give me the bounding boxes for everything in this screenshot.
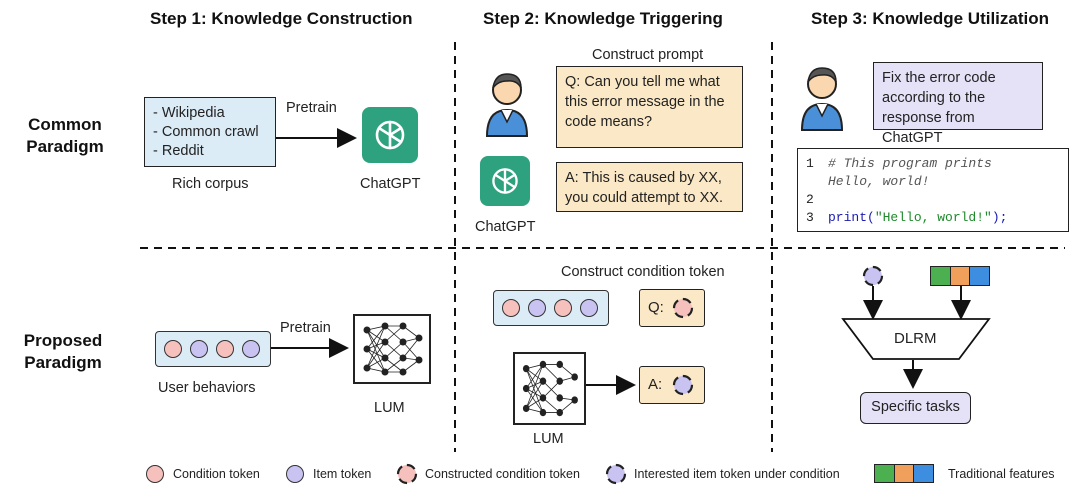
answer-token-box: A:	[639, 366, 705, 404]
item-token	[580, 299, 598, 317]
corpus-item: - Common crawl	[153, 124, 259, 140]
construct-prompt-label: Construct prompt	[592, 47, 704, 63]
corpus-caption: Rich corpus	[172, 176, 249, 192]
row-label-proposed: Proposed Paradigm	[23, 331, 103, 372]
condition-token	[216, 340, 234, 358]
chatgpt-logo-icon	[480, 156, 530, 206]
condition-token	[502, 299, 520, 317]
token-sequence-box	[493, 290, 609, 326]
legend-interested-token	[605, 463, 627, 485]
instruction-bubble: Fix the error code according to the resp…	[873, 62, 1043, 146]
constructed-condition-token	[672, 297, 694, 319]
step3-title: Step 3: Knowledge Utilization	[811, 9, 1050, 28]
legend-condition-label: Condition token	[173, 467, 260, 481]
step2-title: Step 2: Knowledge Triggering	[483, 9, 723, 28]
interested-item-token	[862, 265, 884, 287]
step1-title: Step 1: Knowledge Construction	[150, 9, 413, 28]
legend-condition-token	[146, 465, 164, 483]
question-token-box: Q:	[639, 289, 705, 327]
interested-item-token	[672, 374, 694, 396]
code-end: );	[991, 210, 1008, 225]
line-number: 2	[806, 192, 814, 207]
user-behaviors-caption: User behaviors	[158, 380, 256, 396]
code-comment: # This program prints	[828, 156, 992, 171]
legend-constructed-token	[396, 463, 418, 485]
question-bubble: Q: Can you tell me what this error messa…	[556, 66, 743, 148]
code-string: "Hello, world!"	[874, 210, 992, 225]
legend-constructed-label: Constructed condition token	[425, 467, 580, 481]
specific-tasks-box: Specific tasks	[860, 392, 971, 424]
code-block: 1 # This program prints Hello, world! 2 3…	[797, 148, 1069, 232]
line-number: 1	[806, 156, 814, 171]
lum-caption: LUM	[374, 400, 405, 416]
code-keyword: print(	[828, 210, 875, 225]
legend-traditional-label: Traditional features	[948, 467, 1055, 481]
q-label: Q:	[648, 299, 664, 316]
feature-green	[931, 267, 951, 285]
chatgpt-logo-icon	[362, 107, 418, 163]
line-number: 3	[806, 210, 814, 225]
code-comment-cont: Hello, world!	[828, 174, 930, 189]
legend-item-label: Item token	[313, 467, 372, 481]
construct-condition-label: Construct condition token	[561, 264, 725, 280]
row-label-common: Common Paradigm	[26, 115, 104, 156]
dlrm-block	[841, 318, 991, 360]
person-icon	[800, 67, 844, 131]
person-icon	[485, 73, 529, 137]
item-token	[242, 340, 260, 358]
condition-token	[554, 299, 572, 317]
lum-caption-2: LUM	[533, 431, 564, 447]
corpus-item: - Reddit	[153, 143, 204, 159]
neural-network-icon	[513, 352, 586, 425]
corpus-box: - Wikipedia - Common crawl - Reddit	[144, 97, 276, 167]
pretrain-label-top: Pretrain	[286, 100, 337, 116]
legend-item-token	[286, 465, 304, 483]
a-label: A:	[648, 376, 663, 393]
item-token	[190, 340, 208, 358]
legend-interested-label: Interested item token under condition	[634, 467, 840, 481]
dlrm-label: DLRM	[894, 330, 937, 347]
legend-traditional-block	[874, 464, 934, 483]
condition-token	[164, 340, 182, 358]
neural-network-icon	[353, 314, 431, 384]
pretrain-label-bottom: Pretrain	[280, 320, 331, 336]
traditional-features-block	[930, 266, 990, 286]
answer-bubble: A: This is caused by XX, you could attem…	[556, 162, 743, 212]
feature-orange	[950, 267, 971, 285]
chatgpt-caption: ChatGPT	[360, 176, 421, 192]
item-token	[528, 299, 546, 317]
feature-blue	[970, 267, 990, 285]
user-behaviors-box	[155, 331, 271, 367]
corpus-item: - Wikipedia	[153, 105, 225, 121]
chatgpt-caption-2: ChatGPT	[475, 219, 536, 235]
